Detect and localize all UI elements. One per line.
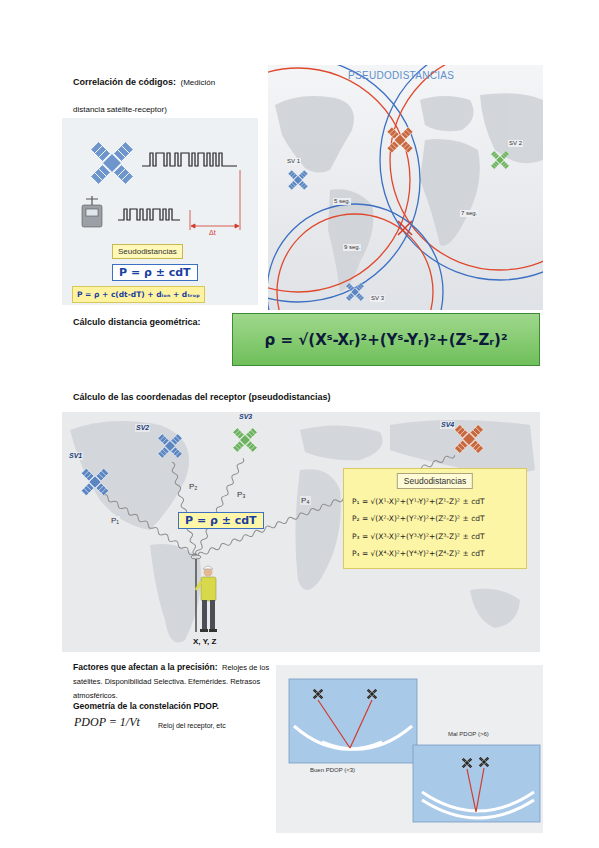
node-text: P = ρ + c(dt-dT) + dᵢₒₙ + dₜᵣₒₚ (77, 290, 200, 299)
range-label: P₃ (236, 490, 247, 499)
node-text: P₃ = √(X³-X)²+(Y³-Y)²+(Z³-Z)² ± cdT (352, 528, 518, 545)
node-text: P₄ = √(X⁴-X)²+(Y⁴-Y)²+(Z⁴-Z)² ± cdT (352, 545, 518, 562)
satellite-label: SV3 (238, 413, 253, 421)
time-label: 5 seg. (333, 198, 351, 205)
formula-box: ρ = √(Xˢ-Xᵣ)²+(Yˢ-Yᵣ)²+(Zˢ-Zᵣ)² (232, 313, 540, 366)
node-text: ρ = √(Xˢ-Xᵣ)²+(Yˢ-Yᵣ)²+(Zˢ-Zᵣ)² (265, 331, 508, 349)
satellite-label: SV 3 (370, 295, 385, 302)
formula-panel: P₁ = √(X¹-X)²+(Y¹-Y)²+(Z¹-Z)² ± cdTP₂ = … (343, 468, 527, 569)
satellite-label: SV2 (135, 424, 150, 432)
node-text: Seudodistancias (404, 476, 466, 486)
label-box: Seudodistancias (112, 244, 183, 259)
node-text: P₂ = √(X²-X)²+(Y²-Y)²+(Z²-Z)² ± cdT (352, 510, 518, 527)
intro-paragraph: Correlación de códigos: (Medición distan… (73, 68, 248, 122)
section-heading: Cálculo de las coordenadas del receptor … (73, 392, 331, 402)
formula-box: P = ρ + c(dt-dT) + dᵢₒₙ + dₜᵣₒₚ (72, 286, 205, 303)
satellite-label: SV 1 (286, 158, 301, 165)
time-label: 7 seg. (460, 210, 478, 217)
satellite-label: SV 2 (508, 140, 523, 147)
formula-box: P = ρ ± cdT (112, 264, 198, 281)
pseudorange-map (176, 40, 599, 380)
range-label: P₂ (188, 482, 198, 491)
time-label: 9 seg. (343, 244, 361, 251)
code-correlation-figure (62, 118, 258, 305)
section-heading: Geometría de la constelación PDOP. (73, 701, 278, 712)
pdop-figure (276, 665, 543, 833)
coordinate-label: X, Y, Z (193, 637, 216, 646)
range-label: P₄ (300, 496, 311, 505)
satellite-label: SV1 (68, 452, 83, 460)
range-label: P₁ (110, 516, 120, 525)
note-text: Reloj del receptor, etc (158, 722, 226, 730)
section-heading: Cálculo distancia geométrica: (73, 317, 201, 327)
section-heading: Correlación de códigos: (73, 77, 176, 87)
node-text: P = ρ ± cdT (119, 266, 191, 279)
formula-box: P = ρ ± cdT (178, 512, 264, 529)
label-box: Seudodistancias (397, 473, 473, 489)
factors-paragraph: Factores que afectan a la precisión: Rel… (73, 659, 278, 712)
figure-title: PSEUDODISTANCIAS (348, 70, 454, 82)
satellite-label: SV4 (440, 421, 455, 429)
figure-caption: Mal PDOP (>6) (448, 731, 489, 738)
section-heading: Factores que afectan a la precisión: (73, 662, 218, 672)
dimension-label: Δt (209, 229, 216, 237)
figure-caption: Buen PDOP (<3) (310, 767, 355, 774)
node-text: P₁ = √(X¹-X)²+(Y¹-Y)²+(Z¹-Z)² ± cdT (352, 493, 518, 510)
node-text: Seudodistancias (118, 247, 177, 256)
node-text: P = ρ ± cdT (185, 514, 257, 527)
formula-text: PDOP = 1/Vt (74, 716, 140, 730)
